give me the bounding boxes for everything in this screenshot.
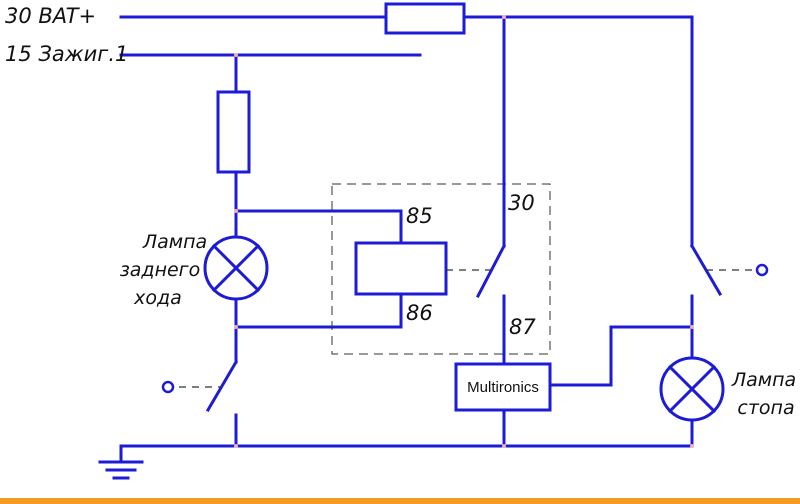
stop-lamp-label-1: Лампа bbox=[731, 369, 796, 391]
reverse-switch-terminal bbox=[161, 380, 175, 394]
stop-switch-terminal bbox=[755, 263, 769, 277]
reverse-lamp-label-1: Лампа bbox=[142, 231, 207, 253]
pin-30-label: 30 bbox=[508, 191, 535, 215]
reverse-lamp bbox=[203, 235, 269, 301]
reverse-lamp-label-3: хода bbox=[133, 287, 182, 309]
relay-coil bbox=[354, 241, 448, 296]
pin-86-label: 86 bbox=[406, 301, 433, 325]
pin-87-label: 87 bbox=[509, 315, 536, 339]
module-label: Multironics bbox=[467, 379, 539, 396]
reverse-switch-blade bbox=[205, 359, 239, 413]
relay-housing bbox=[331, 183, 551, 355]
pin-85-label: 85 bbox=[406, 204, 433, 228]
stop-lamp-label-2: стопа bbox=[737, 397, 794, 419]
reverse-fuse bbox=[216, 90, 251, 174]
stop-lamp bbox=[659, 356, 725, 422]
footer-bar bbox=[0, 498, 800, 504]
reverse-lamp-label-2: заднего bbox=[120, 259, 201, 281]
ignition-label: 15 Зажиг.1 bbox=[5, 42, 128, 66]
relay-contact-blade bbox=[475, 243, 507, 299]
bat-label: 30 BAT+ bbox=[5, 4, 96, 28]
main-fuse bbox=[384, 2, 466, 35]
ground-symbol-icon bbox=[98, 460, 144, 480]
junction-dots bbox=[234, 15, 694, 448]
